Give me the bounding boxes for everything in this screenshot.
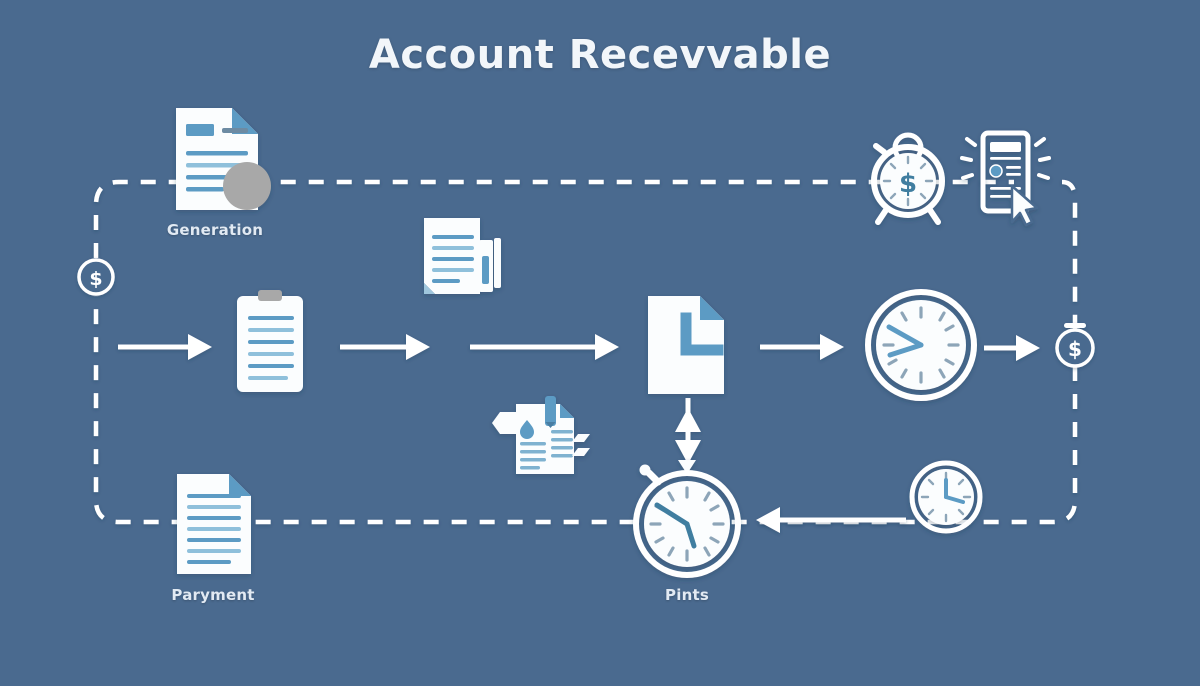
svg-text:$: $	[1068, 337, 1082, 361]
svg-text:$: $	[89, 268, 102, 290]
page-title: Account Recevvable	[368, 32, 832, 78]
alarm-clock-dollar-icon: $	[871, 132, 945, 225]
solid-arrow-duedate-to-clock	[760, 334, 844, 360]
dollar-coin-icon-right: $	[1055, 323, 1095, 368]
node-label-payment: Paryment	[171, 586, 255, 604]
document-bookmark-icon	[424, 218, 501, 294]
solid-arrow-clipboard-to-doc	[340, 334, 430, 360]
solid-arrow-coin-to-clipboard	[118, 334, 212, 360]
node-label-points: Pints	[665, 586, 709, 604]
document-lines-icon	[177, 474, 251, 574]
document-pen-drop-icon	[492, 396, 590, 474]
dollar-coin-icon-left: $	[77, 258, 115, 296]
document-with-badge-icon	[176, 108, 271, 210]
clipboard-icon	[237, 290, 303, 392]
small-clock-icon	[909, 460, 983, 534]
document-clock-icon	[648, 296, 724, 394]
node-label-generation: Generation	[166, 221, 264, 239]
solid-arrow-doc-to-duedate	[470, 334, 619, 360]
stopwatch-icon	[633, 460, 741, 578]
dashed-loop-bottom	[93, 296, 1078, 525]
svg-text:$: $	[899, 169, 917, 199]
double-arrow-duedate-stopwatch	[675, 398, 701, 468]
mobile-notice-cursor-icon	[960, 130, 1051, 227]
solid-arrow-smallclock-to-stopwatch	[756, 507, 906, 533]
solid-arrow-clock-to-coin	[984, 335, 1040, 361]
dashed-loop-top	[93, 179, 1014, 258]
clock-icon	[865, 289, 977, 401]
dashed-loop-right	[1061, 179, 1078, 330]
